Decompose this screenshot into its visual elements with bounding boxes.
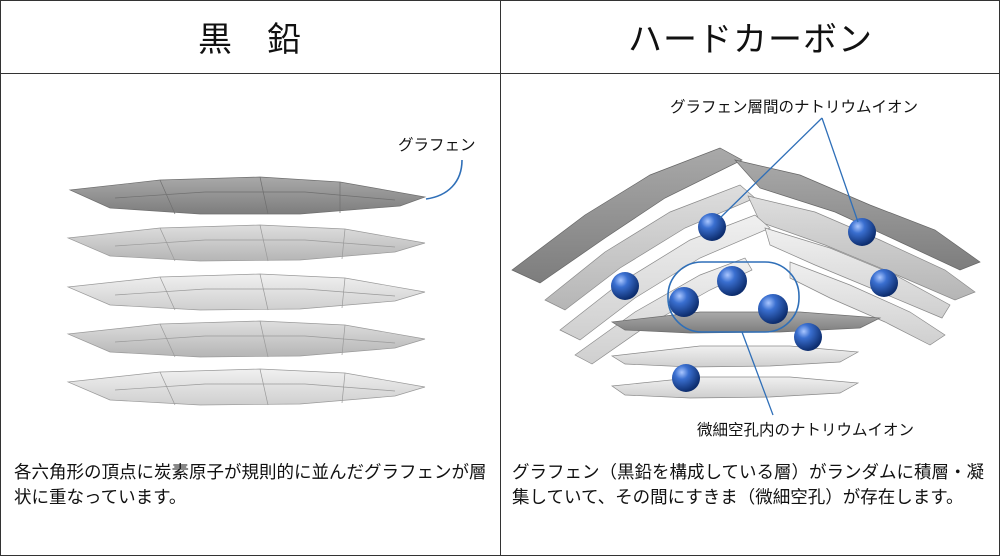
- ion-interlayer-3: [611, 272, 639, 300]
- graphite-title-part1: 黒: [198, 20, 233, 60]
- micropore-ion-label: 微細空孔内のナトリウムイオン: [697, 421, 915, 439]
- leader-interlayer-right: [821, 117, 859, 223]
- ion-lower-2: [672, 364, 700, 392]
- graphite-header: 黒 鉛: [0, 0, 500, 73]
- graphite-stack: [66, 176, 427, 406]
- hc-sheet-flat-3: [611, 376, 860, 399]
- hard-carbon-structure: [511, 147, 981, 399]
- hc-sheet-right-1: [734, 159, 981, 271]
- ion-interlayer-1: [698, 213, 726, 241]
- column-divider: [500, 0, 501, 556]
- graphite-caption: 各六角形の頂点に炭素原子が規則的に並んだグラフェンが層状に重なっています。: [14, 463, 487, 508]
- header-divider: [0, 73, 1000, 74]
- hc-sheet-right-4: [789, 261, 946, 346]
- leader-lines: [719, 117, 859, 416]
- hc-sheet-left-3: [559, 214, 771, 341]
- graphene-sheet-1: [68, 176, 427, 215]
- graphene-label: グラフェン: [398, 136, 476, 154]
- hard-carbon-header: ハードカーボン: [501, 0, 1000, 73]
- graphene-sheet-5: [66, 368, 426, 406]
- ion-interlayer-4: [870, 269, 898, 297]
- graphene-sheet-4: [66, 320, 426, 358]
- ion-micropore-1: [717, 266, 747, 296]
- hc-sheet-left-4: [574, 257, 753, 365]
- leader-micropore: [741, 331, 774, 416]
- hard-carbon-caption: グラフェン（黒鉛を構成している層）がランダムに積層・凝集していて、その間にすきま…: [512, 463, 984, 508]
- graphite-title-part2: 鉛: [267, 20, 302, 60]
- hard-carbon-title: ハードカーボン: [628, 20, 873, 60]
- ion-interlayer-2: [848, 218, 876, 246]
- ion-lower-1: [794, 323, 822, 351]
- hc-sheet-left-1: [511, 147, 743, 284]
- sodium-ions: [611, 213, 898, 392]
- hc-sheet-right-2: [747, 195, 976, 301]
- interlayer-ion-label: グラフェン層間のナトリウムイオン: [670, 98, 919, 116]
- graphene-sheet-3: [66, 273, 426, 311]
- ion-micropore-3: [758, 294, 788, 324]
- hc-sheet-right-3: [764, 227, 951, 319]
- graphene-sheet-2: [66, 224, 426, 262]
- leader-interlayer-left: [719, 117, 823, 219]
- micropore-outline: [667, 261, 800, 333]
- hc-sheet-flat-2: [610, 345, 860, 368]
- graphene-leader-line: [425, 159, 463, 200]
- ion-micropore-2: [669, 287, 699, 317]
